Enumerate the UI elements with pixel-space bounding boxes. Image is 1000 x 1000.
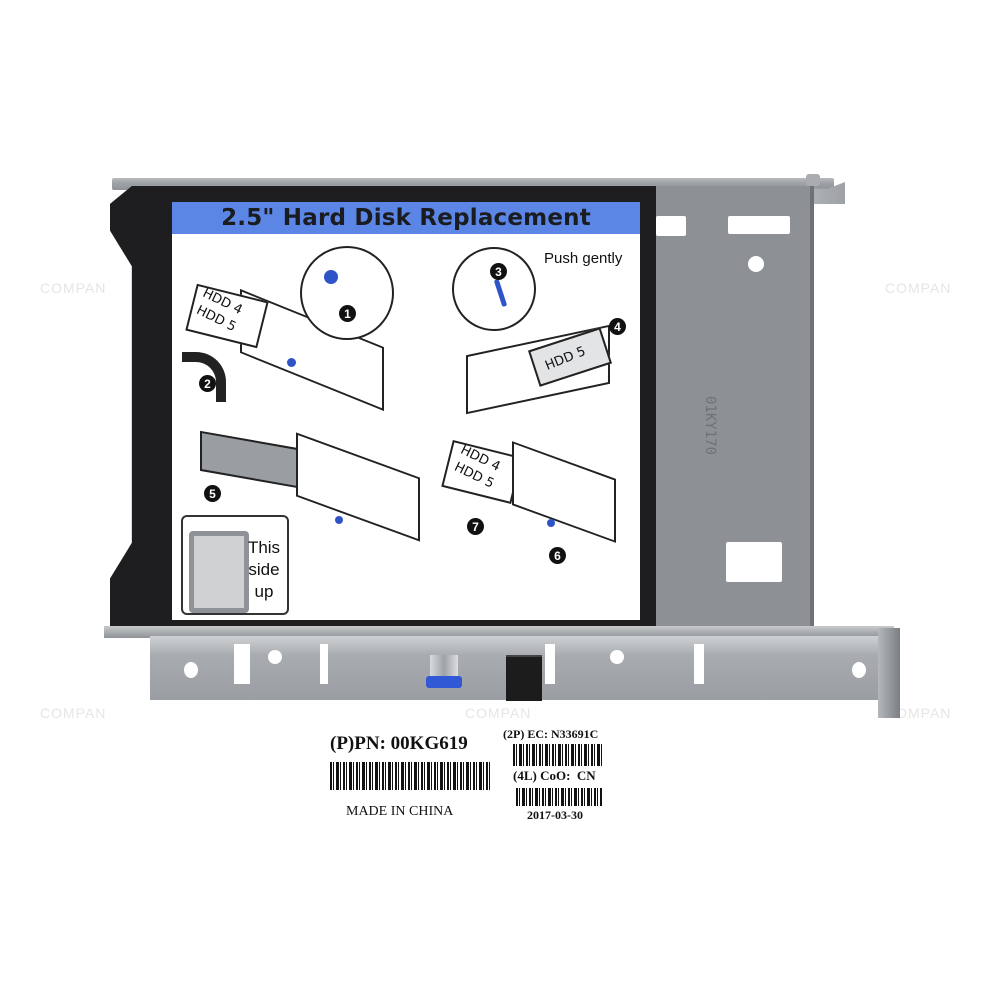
step-3-badge: 3 xyxy=(490,263,507,280)
release-latch xyxy=(506,655,542,701)
step-2-badge: 2 xyxy=(199,375,216,392)
label-title-band: 2.5" Hard Disk Replacement xyxy=(172,202,640,234)
stamped-part-mark: 01KY170 xyxy=(702,396,718,456)
ec-barcode xyxy=(513,744,603,766)
watermark: COMPAN xyxy=(465,705,532,721)
this-side-up-box: This side up xyxy=(181,515,289,615)
thumbscrew-blue-cap xyxy=(426,676,462,688)
bracket-rail-top xyxy=(104,626,894,638)
manufacture-date: 2017-03-30 xyxy=(527,808,583,822)
watermark: COMPAN xyxy=(885,705,952,721)
thumbscrew xyxy=(430,655,458,679)
watermark: COMPAN xyxy=(40,705,107,721)
knob-icon xyxy=(287,358,296,367)
part-number-barcode xyxy=(330,762,490,790)
step-5-badge: 5 xyxy=(204,485,221,502)
knob-icon xyxy=(335,516,343,524)
label-title: 2.5" Hard Disk Replacement xyxy=(221,205,591,231)
watermark: COMPAN xyxy=(40,280,107,296)
knob-icon xyxy=(547,519,555,527)
magnifier-2 xyxy=(452,247,536,331)
step-1-badge: 1 xyxy=(339,305,356,322)
bracket-side-plate: 01KY170 xyxy=(652,186,814,636)
step-7-badge: 7 xyxy=(467,518,484,535)
ec-number: (2P) EC: N33691C xyxy=(503,727,599,741)
magnifier-1 xyxy=(300,246,394,340)
step-6-badge: 6 xyxy=(549,547,566,564)
bracket-pin xyxy=(806,174,820,186)
step-4-badge: 4 xyxy=(609,318,626,335)
rotate-arrow-icon xyxy=(182,352,226,402)
push-gently-note: Push gently xyxy=(544,250,623,267)
country-of-origin: (4L) CoO: CN xyxy=(513,768,596,783)
part-number: (P)PN: 00KG619 xyxy=(330,733,468,754)
drive-plate-icon xyxy=(189,531,249,613)
coo-barcode xyxy=(516,788,602,806)
watermark: COMPAN xyxy=(885,280,952,296)
bracket-end-tab xyxy=(878,628,900,718)
made-in-text: MADE IN CHINA xyxy=(346,804,454,819)
